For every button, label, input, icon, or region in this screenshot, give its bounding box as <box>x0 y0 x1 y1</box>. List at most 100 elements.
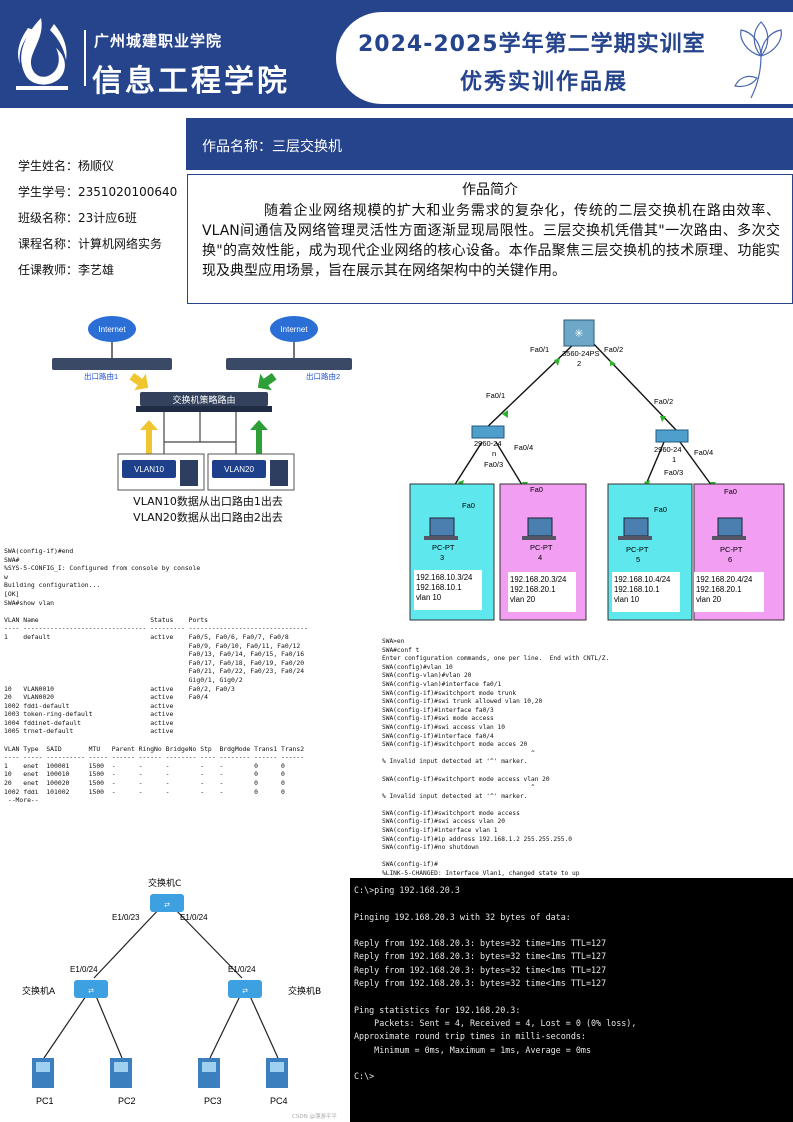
header-divider <box>84 30 86 86</box>
c-left-port: E1/0/23 <box>112 913 140 922</box>
pc-4-icon <box>522 517 556 540</box>
sw1-port-3: Fa0/3 <box>484 460 503 469</box>
core-right-port: Fa0/2 <box>604 345 623 354</box>
intro-heading: 作品简介 <box>462 182 518 198</box>
pc3-port: Fa0 <box>462 501 475 510</box>
svg-text:⇄: ⇄ <box>88 988 94 995</box>
vlan20-label: VLAN20 <box>224 465 254 474</box>
exhibition-banner: 2024-2025学年第二学期实训室 优秀实训作品展 <box>336 12 793 104</box>
teacher-name: 任课教师：李艺雄 <box>18 263 115 277</box>
watermark: CSDN @漂游平平 <box>292 1112 337 1120</box>
switch-c-label: 交换机C <box>148 877 181 889</box>
student-info: 学生姓名：杨顺仪 学生学号：2351020100640 班级名称：23计应6班 … <box>18 153 177 283</box>
switch-a-icon: ⇄ <box>74 980 108 998</box>
svg-text:✳: ✳ <box>574 327 583 340</box>
router-2-label: 出口路由2 <box>306 371 340 381</box>
work-intro-box: 作品简介 随着企业网络规模的扩大和业务需求的复杂化，传统的二层交换机在路由效率、… <box>187 174 793 304</box>
college-name: 信息工程学院 <box>92 64 290 99</box>
pc3-note-box <box>414 570 482 610</box>
policy-caption-1: VLAN10数据从出口路由1出去 <box>133 494 283 508</box>
core-switch-icon <box>563 319 595 347</box>
switch-config-output: SWA>en SWA#conf t Enter configuration co… <box>378 634 793 920</box>
svg-text:⇄: ⇄ <box>164 902 170 909</box>
internet-cloud-icon-1 <box>88 316 136 342</box>
policy-routing-diagram: Internet Internet 出口路由1 出口路由2 交换机策略路由 VL… <box>52 316 352 524</box>
vlan10-label: VLAN10 <box>134 465 164 474</box>
pc2-icon <box>110 1058 132 1088</box>
sw2-port-3: Fa0/3 <box>664 468 683 477</box>
pc1-icon <box>32 1058 54 1088</box>
pc6-label: PC-PT <box>720 545 743 554</box>
pc4-label: PC4 <box>270 1096 288 1106</box>
work-title: 作品名称：三层交换机 <box>202 139 342 155</box>
pc4-label: PC-PT <box>530 543 553 552</box>
huawei-switch-topology: 交换机C ⇄ E1/0/23 E1/0/24 E1/0/24 E1/0/24 ⇄… <box>0 868 348 1122</box>
switch-b-label: 交换机B <box>288 985 321 997</box>
sw2-uplink-port: Fa0/2 <box>654 397 673 406</box>
student-name: 学生姓名：杨顺仪 <box>18 159 115 173</box>
student-id: 学生学号：2351020100640 <box>18 185 178 199</box>
switch-a-label: 交换机A <box>22 985 56 997</box>
vlan10-computer-icon <box>122 460 176 478</box>
policy-switch-icon <box>140 392 268 406</box>
packet-tracer-topology: ✳ 3560-24PS 2 Fa0/1 Fa0/2 Fa0/1 2960-24 … <box>378 312 793 630</box>
pc3-label: PC-PT <box>432 543 455 552</box>
internet-label-1: Internet <box>98 325 126 334</box>
access-switch-1-icon <box>471 425 505 439</box>
access-switch-2-icon <box>655 429 689 443</box>
pc2-label: PC2 <box>118 1096 136 1106</box>
arrow-up-yellow-icon <box>140 420 158 454</box>
router-2-icon <box>226 358 352 370</box>
pc4-note-box <box>508 572 576 612</box>
show-vlan-output: SWA(config-if)#end SWA# %SYS-5-CONFIG_I:… <box>0 545 368 865</box>
router-1-label: 出口路由1 <box>84 371 118 381</box>
sw1-num: n <box>492 449 496 458</box>
core-left-port: Fa0/1 <box>530 345 549 354</box>
svg-text:⇄: ⇄ <box>242 988 248 995</box>
pc4-port: Fa0 <box>530 485 543 494</box>
pc4-num: 4 <box>538 553 542 562</box>
work-title-bar: 作品名称：三层交换机 <box>186 118 793 170</box>
sw1-uplink-port: Fa0/1 <box>486 391 505 400</box>
pc-5-icon <box>618 517 652 540</box>
core-switch-name: 3560-24PS <box>562 349 600 358</box>
intro-body: 随着企业网络规模的扩大和业务需求的复杂化，传统的二层交换机在路由效率、VLAN间… <box>202 203 780 279</box>
b-port: E1/0/24 <box>228 965 256 974</box>
student-class: 班级名称：23计应6班 <box>18 211 137 225</box>
banner-line-1: 2024-2025学年第二学期实训室 <box>358 32 706 57</box>
pc5-num: 5 <box>636 555 640 564</box>
course-name: 课程名称：计算机网络实务 <box>18 237 163 251</box>
pc4-icon <box>266 1058 288 1088</box>
pc6-note-box <box>694 572 764 612</box>
pc6-port: Fa0 <box>724 487 737 496</box>
vlan20-computer-icon <box>212 460 266 478</box>
pc5-port: Fa0 <box>654 505 667 514</box>
c-right-port: E1/0/24 <box>180 913 208 922</box>
sw2-num: 1 <box>672 455 676 464</box>
pc6-num: 6 <box>728 555 732 564</box>
internet-cloud-icon-2 <box>270 316 318 342</box>
arrow-up-green-icon <box>250 420 268 454</box>
banner-line-2: 优秀实训作品展 <box>460 70 629 95</box>
ping-terminal: C:\>ping 192.168.20.3 Pinging 192.168.20… <box>350 878 793 1122</box>
college-logo-icon <box>16 18 68 90</box>
pc1-label: PC1 <box>36 1096 54 1106</box>
pc-6-icon <box>712 517 746 540</box>
policy-caption-2: VLAN20数据从出口路由2出去 <box>133 510 283 524</box>
pc3-num: 3 <box>440 553 444 562</box>
sw1-name: 2960-24 <box>474 439 502 448</box>
lotus-decoration-icon <box>734 21 782 99</box>
sw2-port-4: Fa0/4 <box>694 448 713 457</box>
pc3-icon <box>198 1058 220 1088</box>
sw1-port-4: Fa0/4 <box>514 443 533 452</box>
policy-switch-label: 交换机策略路由 <box>172 394 235 406</box>
router-1-icon <box>52 358 172 370</box>
pc3-label: PC3 <box>204 1096 222 1106</box>
header-bar: 广州城建职业学院 信息工程学院 2024-2025学年第二学期实训室 优秀实训作… <box>0 0 793 108</box>
internet-label-2: Internet <box>280 325 308 334</box>
core-switch-num: 2 <box>577 359 581 368</box>
a-port: E1/0/24 <box>70 965 98 974</box>
pc5-label: PC-PT <box>626 545 649 554</box>
